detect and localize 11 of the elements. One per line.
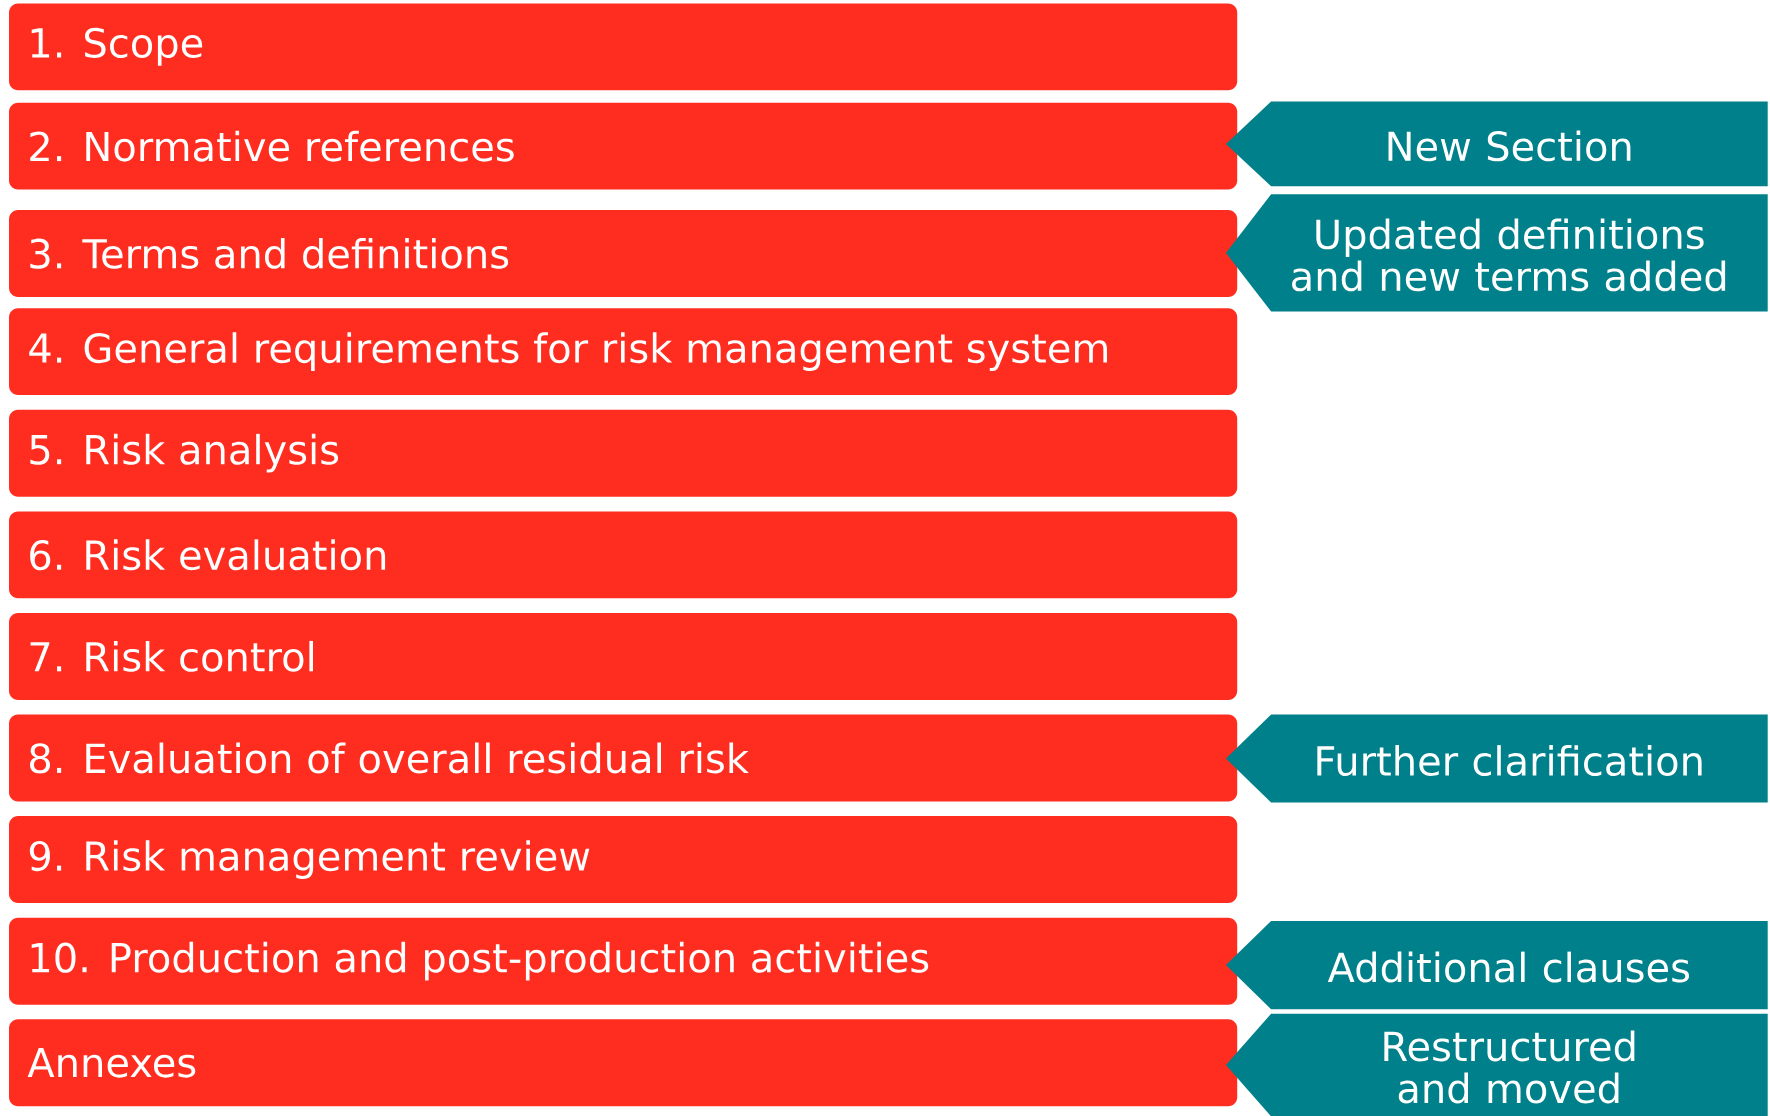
section-bar: 5. Risk analysis xyxy=(9,409,1238,497)
section-bar: 3. Terms and definitions xyxy=(9,210,1238,297)
section-bar: 1. Scope xyxy=(9,3,1238,91)
section-bar: 4. General requirements for risk management system xyxy=(9,308,1238,396)
section-bar: Annexes xyxy=(9,1019,1238,1107)
section-bar: 6. Risk evaluation xyxy=(9,511,1238,599)
section-bar: 8. Evaluation of overall residual risk xyxy=(9,714,1238,802)
section-bar: 9. Risk management review xyxy=(9,816,1238,904)
section-bar: 2. Normative references xyxy=(9,102,1238,190)
section-bar: 7. Risk control xyxy=(9,613,1238,700)
section-bar: 10. Production and post-production activities xyxy=(9,917,1238,1005)
